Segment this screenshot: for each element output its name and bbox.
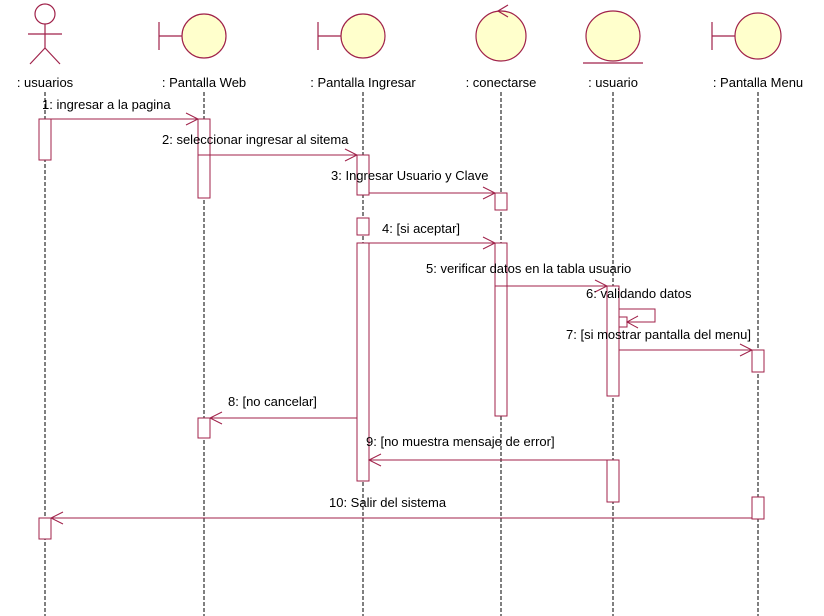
activation-bar [356, 217, 370, 236]
participant-label: : Pantalla Menu [713, 75, 803, 90]
participant-label: : usuario [588, 75, 638, 90]
activation-bar [751, 496, 765, 520]
message-label: 10: Salir del sistema [329, 495, 447, 510]
activation-bar [751, 349, 765, 373]
activation-bar [356, 154, 370, 196]
message-label: 3: Ingresar Usuario y Clave [331, 168, 489, 183]
arrowhead [49, 511, 64, 525]
activation-bar [38, 517, 52, 540]
arrowhead [344, 148, 359, 162]
boundary-icon [711, 12, 782, 60]
participant-label: : Pantalla Ingresar [310, 75, 416, 90]
message-label: 5: verificar datos en la tabla usuario [426, 261, 631, 276]
arrowhead [208, 411, 223, 425]
activation-bar [356, 242, 370, 482]
arrowhead [739, 343, 754, 357]
message-label: 2: seleccionar ingresar al sitema [162, 132, 349, 147]
arrowhead [594, 279, 609, 293]
activation-bar [494, 285, 508, 417]
participant-label: : Pantalla Web [162, 75, 246, 90]
participant-label: : usuarios [17, 75, 74, 90]
actor-icon [28, 3, 62, 65]
activation-bar [606, 459, 620, 503]
arrowhead [185, 112, 200, 126]
message-label: 6: validando datos [586, 286, 692, 301]
activation-bar [38, 118, 52, 161]
message-label: 4: [si aceptar] [382, 221, 460, 236]
message-label: 7: [si mostrar pantalla del menu] [566, 327, 751, 342]
activation-bar [197, 154, 211, 199]
activation-bar [618, 316, 628, 328]
arrowhead [625, 315, 639, 329]
control-icon [475, 4, 527, 62]
arrowhead [367, 453, 382, 467]
entity-icon [583, 10, 643, 64]
activation-bar [494, 192, 508, 211]
boundary-icon [158, 13, 227, 59]
activation-bar [197, 417, 211, 439]
participant-label: : conectarse [466, 75, 537, 90]
arrowhead [482, 186, 497, 200]
message-label: 1: ingresar a la pagina [42, 97, 171, 112]
message-label: 9: [no muestra mensaje de error] [366, 434, 555, 449]
self-message-arrow [619, 308, 656, 323]
message-label: 8: [no cancelar] [228, 394, 317, 409]
activation-bar [606, 285, 620, 397]
boundary-icon [317, 13, 386, 59]
arrowhead [482, 236, 497, 250]
